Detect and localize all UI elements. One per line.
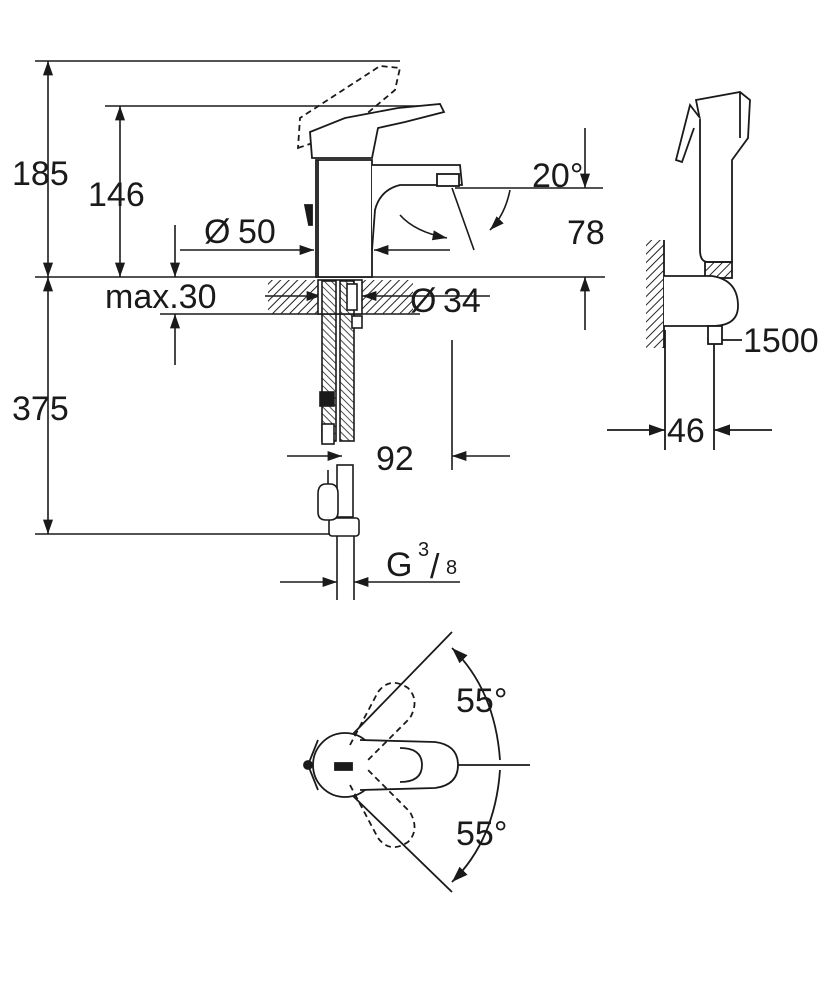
dim-92-lines bbox=[287, 340, 510, 470]
label-185: 185 bbox=[12, 155, 69, 193]
dim-146-lines bbox=[105, 105, 440, 277]
label-angle-20: 20° bbox=[532, 157, 583, 195]
label-thread-g: G bbox=[386, 546, 412, 584]
label-thread-slash: / bbox=[430, 548, 440, 586]
label-d34: 34 bbox=[443, 282, 481, 320]
label-d50: 50 bbox=[238, 213, 276, 251]
label-78: 78 bbox=[567, 214, 605, 252]
label-46: 46 bbox=[667, 412, 705, 450]
label-max30: max.30 bbox=[105, 278, 217, 316]
label-d50-symbol: Ø bbox=[204, 213, 230, 251]
label-146: 146 bbox=[88, 176, 145, 214]
label-angle-55-down: 55° bbox=[456, 815, 507, 853]
dim-185-lines bbox=[35, 60, 400, 277]
faucet-body bbox=[297, 65, 463, 278]
label-thread-num: 3 bbox=[418, 539, 429, 561]
dim-375-lines bbox=[35, 277, 330, 535]
dim-angle-20-lines bbox=[399, 187, 603, 251]
top-view bbox=[303, 631, 530, 893]
label-92: 92 bbox=[376, 440, 414, 478]
label-d34-symbol: Ø bbox=[410, 282, 436, 320]
label-1500: 1500 bbox=[743, 322, 819, 360]
supply-hoses bbox=[317, 280, 363, 600]
hand-shower bbox=[607, 91, 772, 450]
label-thread-den: 8 bbox=[446, 557, 457, 579]
label-375: 375 bbox=[12, 390, 69, 428]
label-angle-55-up: 55° bbox=[456, 682, 507, 720]
